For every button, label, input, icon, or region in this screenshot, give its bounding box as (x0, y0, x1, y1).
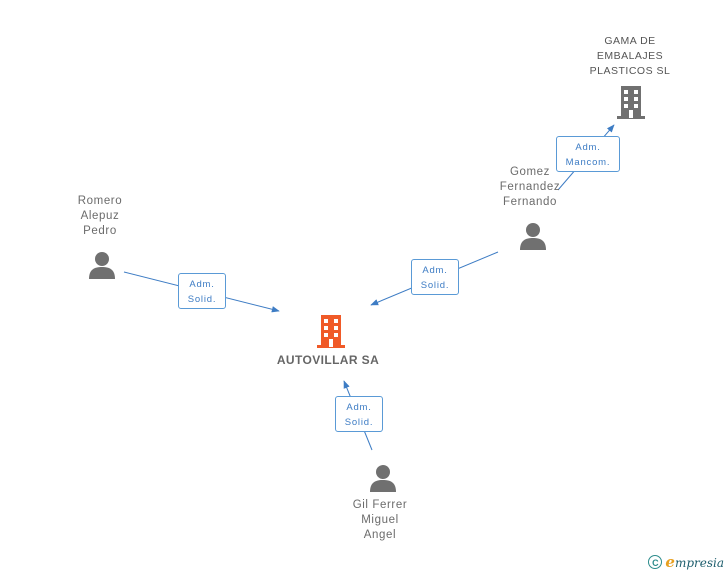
relation-box-gomez-gama[interactable]: Adm. Mancom. (556, 136, 620, 172)
person-icon[interactable] (87, 250, 117, 280)
relation-type: Adm. (189, 279, 215, 290)
person-label-gil[interactable]: Gil Ferrer Miguel Angel (352, 499, 408, 541)
relation-box-gil[interactable]: Adm. Solid. (335, 396, 383, 432)
relation-type: Adm. (575, 142, 601, 153)
building-icon-main[interactable] (315, 313, 347, 349)
relation-type: Adm. (346, 402, 372, 413)
relation-mode: Solid. (344, 417, 374, 428)
copyright-icon: C (648, 555, 663, 569)
relation-mode: Solid. (187, 294, 217, 305)
person-label-romero[interactable]: Romero Alepuz Pedro (77, 195, 123, 237)
brand-name: empresia (665, 553, 724, 571)
company-label-autovillar[interactable]: AUTOVILLAR SA (276, 353, 380, 367)
relation-box-gomez-autovillar[interactable]: Adm. Solid. (411, 259, 459, 295)
brand-initial: e (665, 553, 675, 571)
person-icon[interactable] (518, 221, 548, 251)
person-icon[interactable] (368, 463, 398, 493)
relation-mode: Solid. (420, 280, 450, 291)
relation-mode: Mancom. (565, 157, 611, 168)
person-label-gomez[interactable]: Gomez Fernandez Fernando (499, 166, 561, 208)
brand-rest: mpresia (674, 556, 724, 570)
company-label-gama[interactable]: GAMA DE EMBALAJES PLASTICOS SL (589, 35, 671, 77)
brand-watermark: C empresia (648, 553, 724, 571)
relation-type: Adm. (422, 265, 448, 276)
relation-box-romero[interactable]: Adm. Solid. (178, 273, 226, 309)
building-icon[interactable] (615, 84, 647, 120)
